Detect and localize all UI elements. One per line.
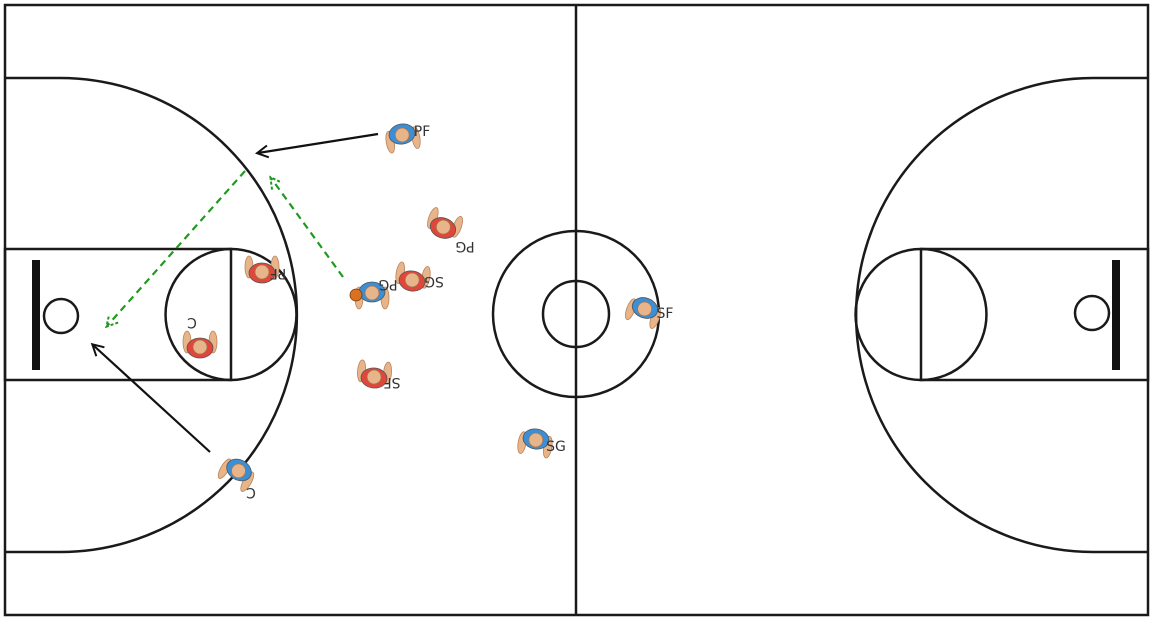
player-blue-sg[interactable]: SG <box>516 426 566 458</box>
players-layer: PF PG SF SG C PG SG PF C SF <box>183 121 673 500</box>
player-blue-pg[interactable]: PG <box>350 276 398 309</box>
player-label-blue-sg: SG <box>546 439 566 455</box>
player-label-red-c: C <box>187 314 197 330</box>
player-label-blue-c: C <box>246 484 256 500</box>
player-label-red-sg: SG <box>424 273 444 289</box>
pass-arrow-1 <box>271 178 343 277</box>
player-figure-red-c <box>183 331 217 358</box>
player-red-sg[interactable]: SG <box>394 261 444 293</box>
player-red-c[interactable]: C <box>183 314 217 358</box>
free-throw-circle-right-solid <box>856 249 921 380</box>
player-red-pg[interactable]: PG <box>424 206 475 254</box>
free-throw-circle-right-inner <box>921 249 986 380</box>
hoop-left <box>44 299 78 333</box>
player-red-sf[interactable]: SF <box>356 360 400 390</box>
player-label-red-pg: PG <box>455 238 474 254</box>
free-throw-circle-left-inner <box>166 249 231 380</box>
cut-arrow-pf <box>258 134 378 153</box>
player-label-blue-sf: SF <box>657 306 674 322</box>
player-label-blue-pf: PF <box>414 124 431 140</box>
cut-arrow-c <box>93 345 210 452</box>
hoop-right <box>1075 296 1109 330</box>
basketball-icon <box>350 289 362 301</box>
player-figure-red-pg <box>424 206 465 243</box>
player-blue-sf[interactable]: SF <box>623 293 673 330</box>
player-blue-c[interactable]: C <box>216 453 259 500</box>
player-label-red-sf: SF <box>384 374 401 390</box>
three-point-arc-left <box>5 78 297 552</box>
three-point-arc-right <box>856 78 1148 552</box>
player-blue-pf[interactable]: PF <box>384 121 431 153</box>
player-label-blue-pg: PG <box>378 276 397 292</box>
player-label-red-pf: PF <box>270 265 287 281</box>
